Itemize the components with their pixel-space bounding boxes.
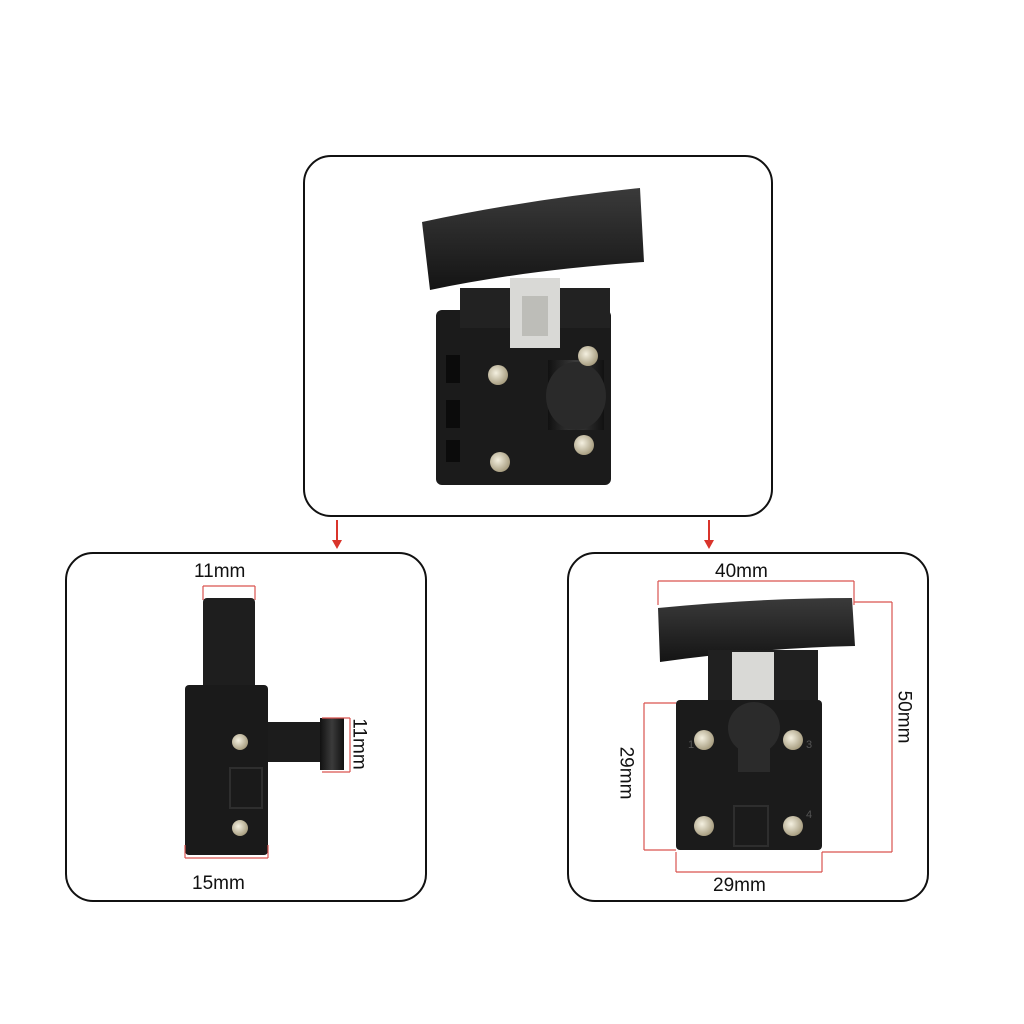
trigger-button bbox=[422, 188, 644, 290]
switch-body bbox=[436, 310, 611, 485]
front-dimension-lines bbox=[643, 580, 893, 873]
perspective-switch bbox=[422, 188, 644, 485]
side-shaft bbox=[320, 718, 344, 770]
front-body-height-label: 29mm bbox=[615, 746, 637, 800]
terminal-number: 1 bbox=[688, 739, 694, 751]
front-trigger-width-label: 40mm bbox=[715, 561, 768, 582]
side-shaft-diameter-label: 11mm bbox=[348, 718, 370, 770]
side-view-switch bbox=[185, 598, 344, 855]
front-trigger bbox=[658, 598, 855, 662]
front-body-width-label: 29mm bbox=[713, 875, 766, 896]
arrow-to-side-view bbox=[332, 520, 342, 549]
side-body bbox=[185, 685, 268, 855]
side-top-width-label: 11mm bbox=[194, 561, 246, 582]
side-bottom-depth-label: 15mm bbox=[192, 873, 245, 894]
terminal-number: 3 bbox=[806, 739, 812, 751]
arrow-to-front-view bbox=[704, 520, 714, 549]
terminal-number: 4 bbox=[806, 809, 812, 821]
side-dimension-lines bbox=[184, 585, 351, 859]
front-view-switch bbox=[658, 598, 855, 850]
front-total-height-label: 50mm bbox=[893, 690, 915, 744]
side-trigger bbox=[203, 598, 255, 690]
